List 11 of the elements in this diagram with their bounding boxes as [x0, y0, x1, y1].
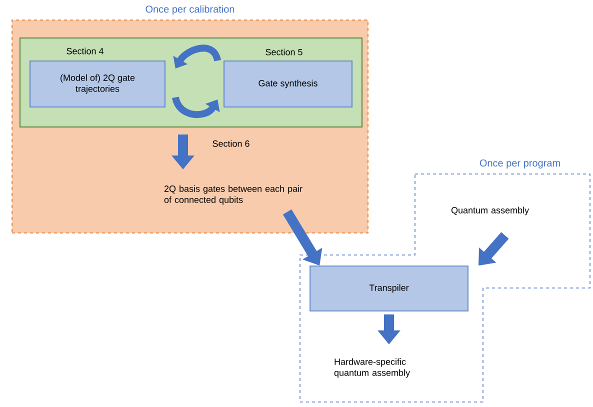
text-label: Hardware-specific quantum assembly: [334, 358, 410, 378]
text-label: Quantum assembly: [451, 206, 530, 216]
process-box: (Model of) 2Q gate trajectories: [30, 60, 166, 108]
edge-label: Section 6: [212, 140, 250, 147]
text-label: 2Q basis gates between each pair of connected qubits: [164, 185, 302, 205]
process-box: Transpiler: [310, 266, 468, 312]
section-label: Section 5: [266, 48, 302, 56]
node-label: Once per calibration: [146, 5, 234, 15]
process-box: Gate synthesis: [224, 60, 352, 108]
node-label: Once per program: [480, 159, 560, 169]
section-label: Section 4: [66, 48, 104, 54]
